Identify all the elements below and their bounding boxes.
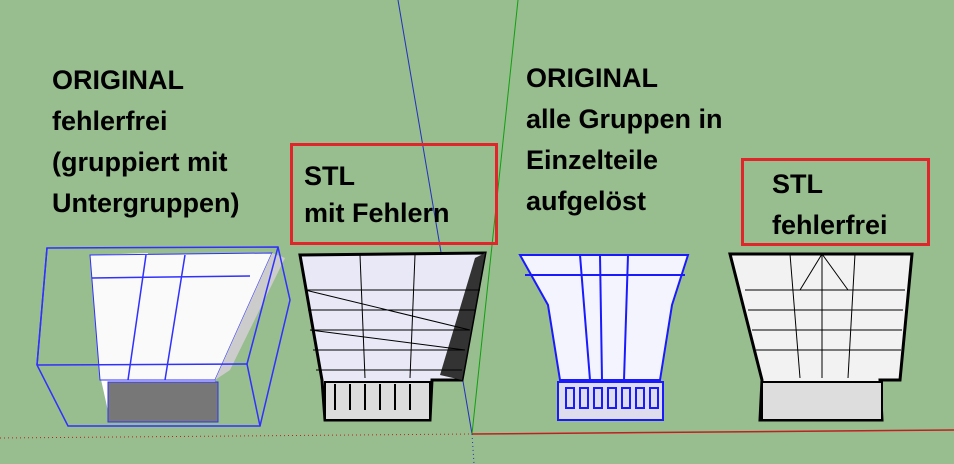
label-line: aufgelöst — [526, 186, 647, 216]
highlight-box-stl-errors — [290, 143, 498, 245]
red-axis — [471, 429, 954, 435]
model-stl-errors[interactable] — [298, 251, 487, 422]
label-line: Untergruppen) — [52, 188, 240, 218]
label-line: fehlerfrei — [772, 210, 888, 240]
label-stl-errorfree: STL fehlerfrei — [772, 164, 888, 246]
label-line: ORIGINAL — [52, 65, 184, 95]
label-line: STL — [304, 161, 355, 191]
label-line: alle Gruppen in — [526, 104, 723, 134]
label-line: Einzelteile — [526, 145, 659, 175]
label-stl-errors: STL mit Fehlern — [304, 158, 450, 232]
red-axis-negative — [0, 433, 473, 439]
label-original-grouped: ORIGINAL fehlerfrei (gruppiert mit Unter… — [52, 60, 239, 224]
label-line: fehlerfrei — [52, 106, 168, 136]
model-stl-errorfree[interactable] — [728, 252, 914, 422]
label-original-exploded: ORIGINAL alle Gruppen in Einzelteile auf… — [526, 58, 723, 222]
blue-axis-negative — [471, 433, 475, 464]
model-original-grouped[interactable] — [36, 246, 291, 427]
label-line: mit Fehlern — [304, 198, 450, 228]
label-line: (gruppiert mit — [52, 147, 228, 177]
label-line: ORIGINAL — [526, 63, 658, 93]
label-line: STL — [772, 169, 823, 199]
highlight-box-stl-errorfree — [741, 158, 930, 246]
model-original-exploded[interactable] — [518, 254, 690, 421]
